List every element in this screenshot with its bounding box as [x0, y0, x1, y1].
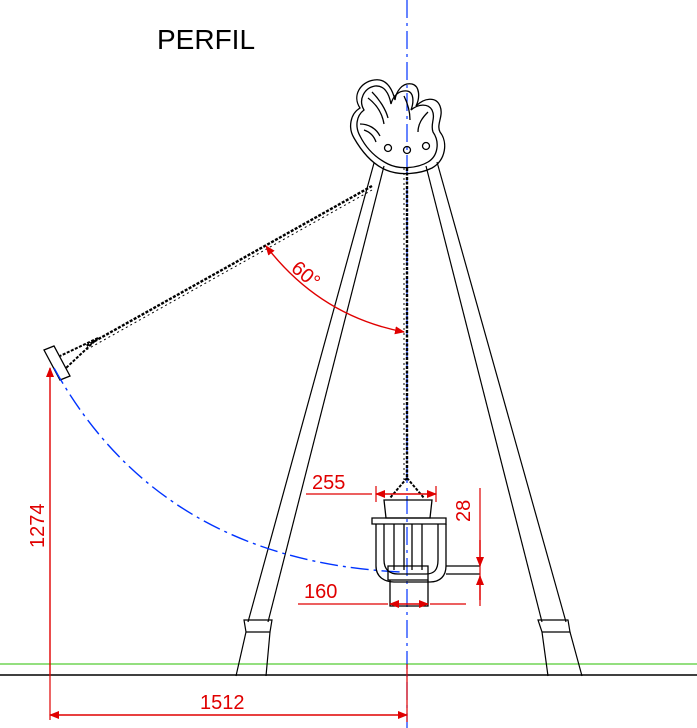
seat-width-dimension	[306, 486, 437, 502]
right-leg	[425, 161, 583, 677]
angle-dimension-label: 60°	[287, 257, 324, 293]
swung-chain	[85, 184, 373, 348]
swung-chain-fork	[59, 337, 99, 369]
swung-seat	[43, 345, 71, 381]
drawing-title: PERFIL	[157, 24, 255, 55]
top-crest-plate	[349, 79, 446, 175]
angle-dimension-arc	[265, 245, 405, 335]
left-leg	[235, 162, 385, 677]
height-dimension-label: 1274	[27, 504, 49, 549]
seat-drop-label: 28	[453, 500, 475, 522]
reach-dimension-label: 1512	[200, 692, 245, 714]
seat-clearance-label: 160	[304, 581, 337, 603]
swing-arc	[53, 367, 401, 573]
reach-dimension	[49, 664, 408, 722]
seat-width-label: 255	[312, 472, 345, 494]
